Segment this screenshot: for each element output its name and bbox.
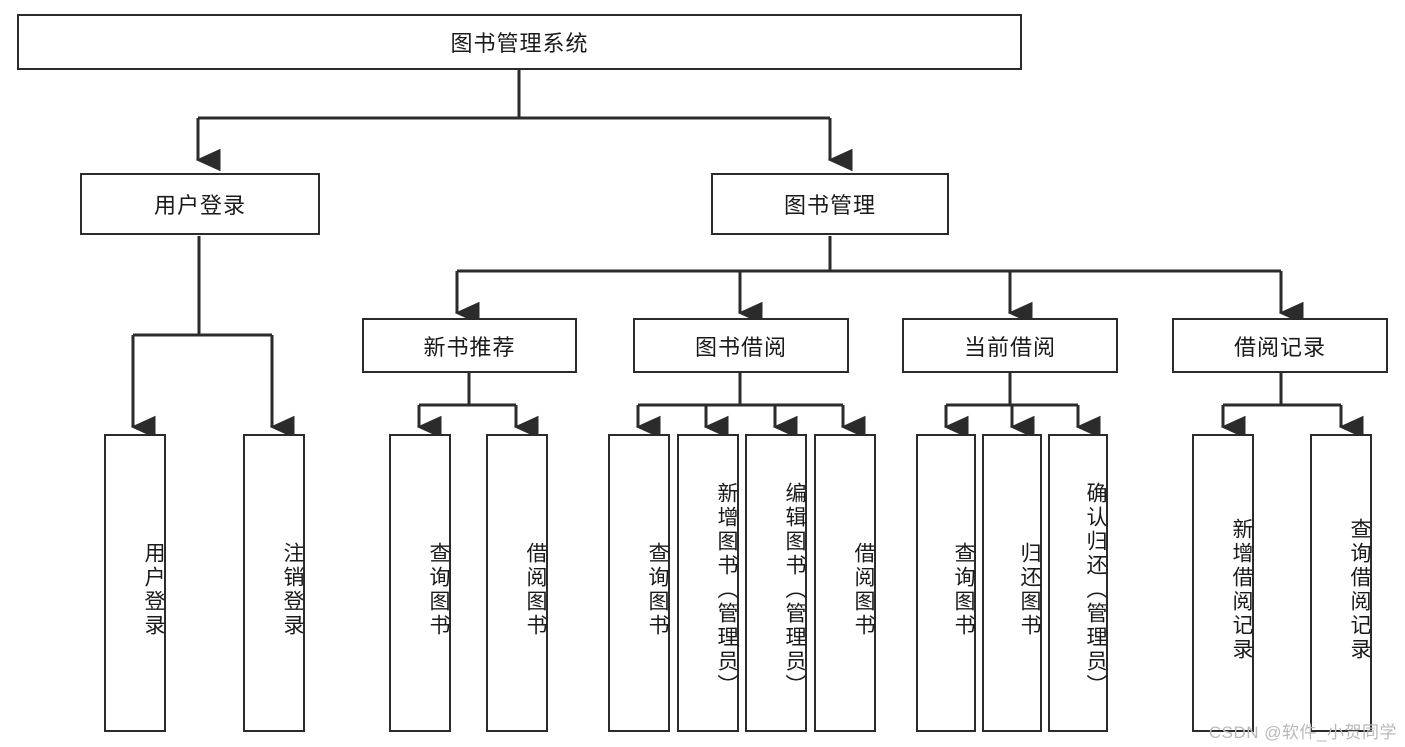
node-current-borrow[interactable]: 当前借阅	[902, 318, 1118, 373]
node-leaf-confirm-return[interactable]: 确认归还（管理员）	[1048, 434, 1108, 732]
node-book-borrow-label: 图书借阅	[694, 334, 787, 360]
node-leaf-logout[interactable]: 注销登录	[243, 434, 305, 732]
node-borrow-record[interactable]: 借阅记录	[1172, 318, 1388, 373]
node-leaf-borrow-book-1[interactable]: 借阅图书	[486, 434, 548, 732]
node-book-manage-label: 图书管理	[783, 193, 876, 218]
node-leaf-query-book-1-label: 查询图书	[427, 542, 450, 638]
node-leaf-add-record-label: 新增借阅记录	[1230, 518, 1253, 662]
node-leaf-query-book-3[interactable]: 查询图书	[916, 434, 976, 732]
node-leaf-logout-label: 注销登录	[281, 542, 304, 638]
node-leaf-borrow-book-1-label: 借阅图书	[524, 542, 547, 638]
node-current-borrow-label: 当前借阅	[963, 334, 1056, 360]
node-leaf-query-book-2-label: 查询图书	[646, 542, 669, 638]
node-leaf-add-book[interactable]: 新增图书（管理员）	[677, 434, 739, 732]
node-leaf-query-book-3-label: 查询图书	[952, 542, 975, 638]
node-borrow-record-label: 借阅记录	[1233, 334, 1326, 360]
node-root[interactable]: 图书管理系统	[17, 14, 1022, 70]
node-user-login[interactable]: 用户登录	[80, 173, 320, 235]
node-leaf-borrow-book-2[interactable]: 借阅图书	[814, 434, 876, 732]
node-user-login-label: 用户登录	[153, 193, 246, 218]
node-leaf-user-login-label: 用户登录	[142, 542, 165, 638]
node-leaf-return-book[interactable]: 归还图书	[982, 434, 1042, 732]
node-leaf-confirm-return-label: 确认归还（管理员）	[1084, 482, 1107, 698]
node-leaf-add-record[interactable]: 新增借阅记录	[1192, 434, 1254, 732]
node-new-book-recommend-label: 新书推荐	[423, 334, 516, 360]
node-leaf-edit-book-label: 编辑图书（管理员）	[783, 482, 806, 698]
node-leaf-return-book-label: 归还图书	[1018, 542, 1041, 638]
node-book-manage[interactable]: 图书管理	[711, 173, 949, 235]
node-leaf-edit-book[interactable]: 编辑图书（管理员）	[745, 434, 807, 732]
node-leaf-query-book-1[interactable]: 查询图书	[389, 434, 451, 732]
node-leaf-add-book-label: 新增图书（管理员）	[715, 482, 738, 698]
node-leaf-query-book-2[interactable]: 查询图书	[608, 434, 670, 732]
node-leaf-user-login[interactable]: 用户登录	[104, 434, 166, 732]
node-leaf-borrow-book-2-label: 借阅图书	[852, 542, 875, 638]
node-new-book-recommend[interactable]: 新书推荐	[362, 318, 577, 373]
node-root-label: 图书管理系统	[450, 31, 589, 56]
node-leaf-query-record-label: 查询借阅记录	[1348, 518, 1371, 662]
node-leaf-query-record[interactable]: 查询借阅记录	[1310, 434, 1372, 732]
node-book-borrow[interactable]: 图书借阅	[633, 318, 849, 373]
